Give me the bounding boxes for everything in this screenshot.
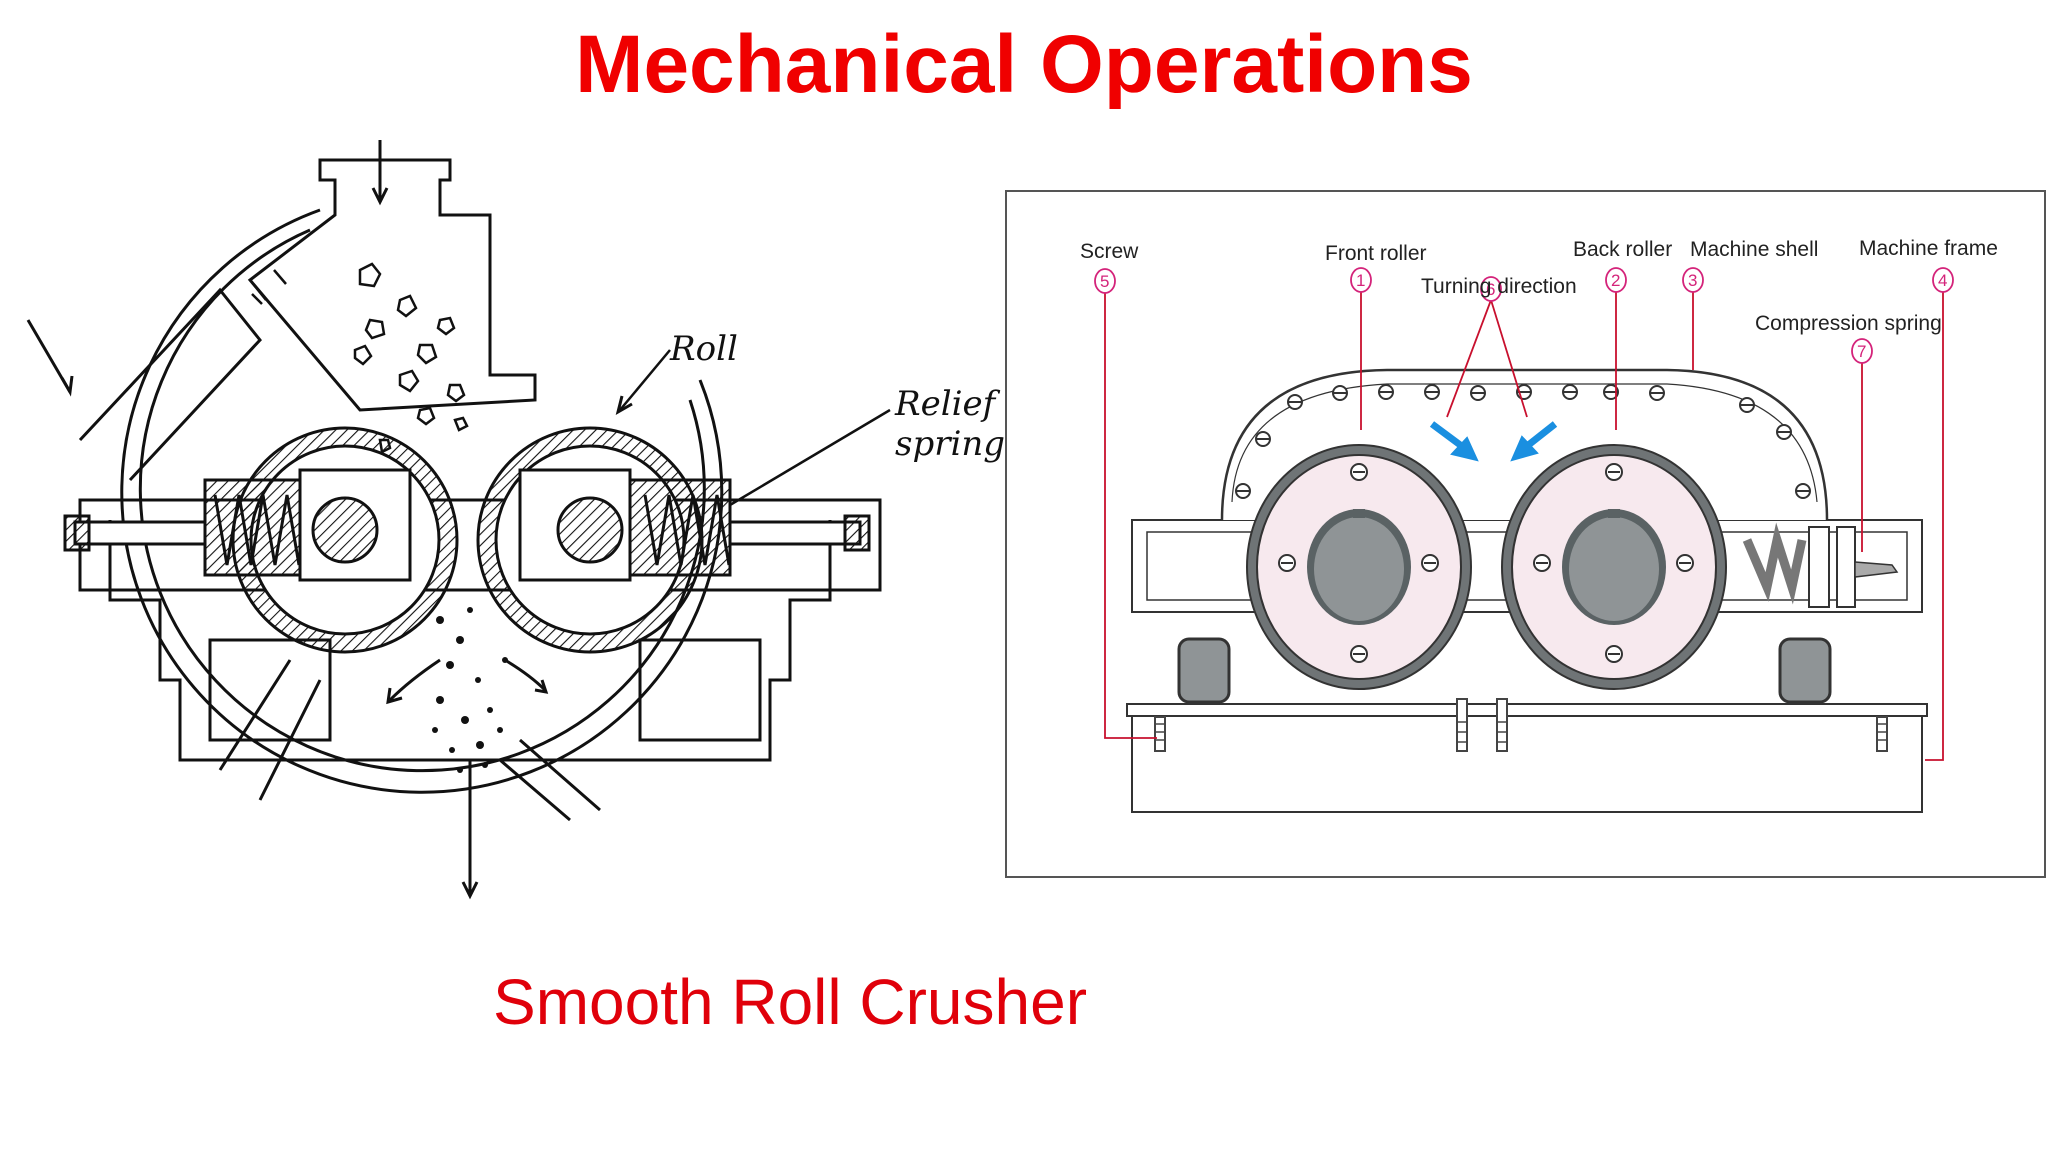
flywheel-rim xyxy=(120,208,724,794)
label-machine-shell: Machine shell xyxy=(1690,238,1818,261)
flywheel-spoke xyxy=(218,659,322,801)
label-screw: Screw xyxy=(1080,240,1139,263)
back-roller xyxy=(1501,444,1727,690)
relief-spring xyxy=(643,494,731,566)
label-back-roller: Back roller xyxy=(1573,238,1672,261)
callout-2: 2 xyxy=(1611,271,1620,290)
callout-3: 3 xyxy=(1688,271,1697,290)
machine-frame-base xyxy=(1131,711,1923,813)
slide-subtitle: Smooth Roll Crusher xyxy=(493,966,1087,1038)
relief-spring-label-line1: Relief xyxy=(894,384,1001,424)
flywheel-spoke xyxy=(499,738,601,822)
double-roll-crusher-diagram-frame: 5 1 2 3 4 6 7 Screw Front roller Back ro… xyxy=(1005,190,2046,878)
feed-hopper xyxy=(247,158,537,412)
left-bearing-foot xyxy=(1177,637,1231,704)
label-compression-spring: Compression spring xyxy=(1755,312,1942,335)
callout-7: 7 xyxy=(1857,342,1866,361)
roll-crusher-cross-section-drawing: Roll Relief spring xyxy=(26,140,1005,900)
right-bearing-foot xyxy=(1778,637,1832,704)
left-spring xyxy=(213,494,301,566)
label-turning-direction: Turning direction xyxy=(1421,275,1577,298)
label-front-roller: Front roller xyxy=(1325,242,1427,265)
slide-title: Mechanical Operations xyxy=(575,19,1473,110)
flywheel-spoke xyxy=(78,287,262,482)
label-machine-frame: Machine frame xyxy=(1859,237,1998,260)
callout-1: 1 xyxy=(1356,271,1365,290)
turning-direction-arrows xyxy=(1429,421,1558,462)
compression-spring xyxy=(1742,522,1807,605)
callout-4: 4 xyxy=(1938,271,1947,290)
relief-spring-label-line2: spring xyxy=(895,424,1005,464)
crusher-housing xyxy=(108,520,832,762)
callout-6: 6 xyxy=(1486,280,1495,299)
callout-5: 5 xyxy=(1100,272,1109,291)
roll-label: Roll xyxy=(669,329,738,369)
double-roll-crusher-diagram: 5 1 2 3 4 6 7 Screw Front roller Back ro… xyxy=(1080,237,1998,813)
front-roller xyxy=(1246,444,1472,690)
machine-frame-plate xyxy=(1126,703,1928,717)
